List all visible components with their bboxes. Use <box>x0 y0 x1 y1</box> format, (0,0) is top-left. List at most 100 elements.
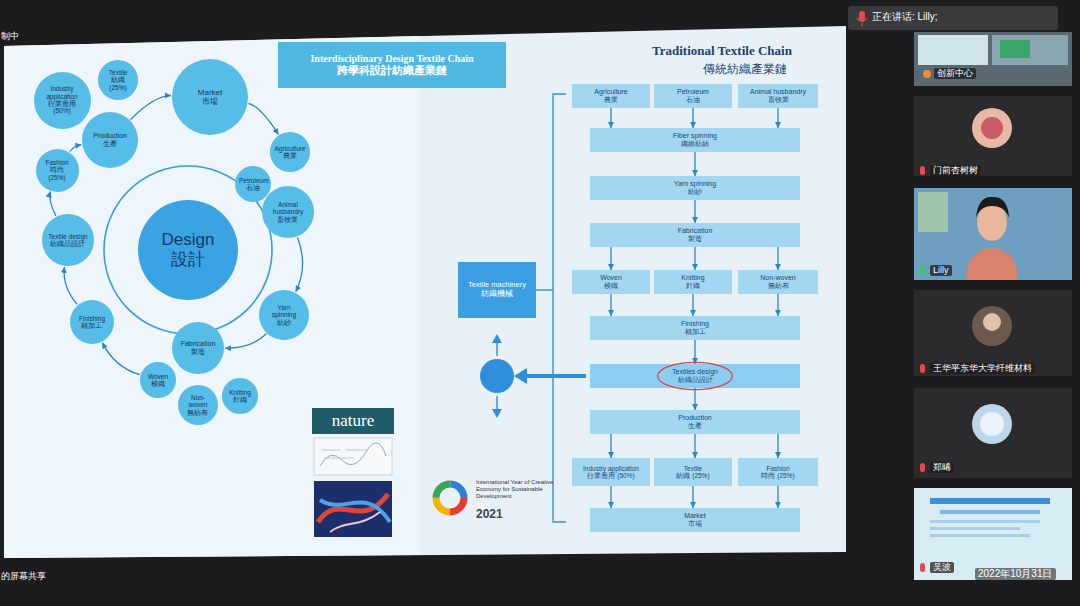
node-text: Industry application <box>40 85 84 100</box>
participant-name: 王华平东华大学纤维材料 <box>930 363 1035 374</box>
node-text: 梭織 <box>604 282 618 290</box>
design-output-symbol <box>480 334 586 418</box>
node-text: 農業 <box>274 152 305 159</box>
process-box: Petroleum石油 <box>654 84 732 108</box>
flow-arrow <box>70 145 82 152</box>
circle-fill <box>36 149 79 192</box>
node-text: Market <box>684 512 705 520</box>
node-text: Animal husbandry <box>268 201 309 216</box>
cropped-text: 的屏幕共享 <box>1 571 46 582</box>
stage-circle: Yarn spinning紡紗 <box>259 290 309 340</box>
flow-arrow <box>225 334 266 348</box>
flow-arrow <box>692 108 693 128</box>
process-box: Market市場 <box>590 508 800 532</box>
node-text: 石油 <box>686 96 700 104</box>
flow-arrow <box>249 104 279 135</box>
node-text: Agriculture <box>594 88 627 96</box>
text-wrap: Production生產 <box>93 132 126 148</box>
stage-circle: Fashion時尚 (25%) <box>36 149 79 192</box>
stage-circle: Agriculture農業 <box>270 132 310 172</box>
circle-fill <box>42 214 94 266</box>
process-box: Finishing精加工 <box>590 316 800 340</box>
stage-circle: Textile紡織 (25%) <box>98 60 138 100</box>
node-text: 跨學科設計紡織產業鏈 <box>337 64 447 77</box>
slide-subtitle: 傳統紡織產業鏈 <box>703 62 787 76</box>
flow-arrow <box>694 388 695 410</box>
process-box: Agriculture農業 <box>572 84 650 108</box>
process-box: Yarn spinning紡紗 <box>590 176 800 200</box>
participant-name: 创新中心 <box>934 68 976 79</box>
node-text: 紡織品設計 <box>48 240 87 247</box>
flow-arrow <box>296 237 303 291</box>
flow-arrow <box>610 294 611 316</box>
node-text: Yarn spinning <box>674 180 716 188</box>
circle-fill <box>34 72 91 129</box>
cropped-text: 制中 <box>1 31 19 42</box>
node-text: 時尚 (25%) <box>761 472 794 479</box>
text-wrap: Textile紡織 (25%) <box>104 69 132 91</box>
node-text: 無紡布 <box>768 282 789 290</box>
year-logo <box>436 484 464 512</box>
circle-fill <box>270 132 310 172</box>
node-text: Textiles design <box>672 368 718 376</box>
flow-arrow <box>777 294 778 316</box>
node-text: 行業應用 (50%) <box>40 100 84 115</box>
node-text: Agriculture <box>274 145 305 152</box>
text-wrap: Textile design紡織品設計 <box>48 233 87 248</box>
node-text: Production <box>93 132 126 140</box>
text-wrap: Animal husbandry畜牧業 <box>268 201 309 223</box>
journal-logo: nature <box>312 408 394 434</box>
node-text: Petroleum <box>239 177 267 184</box>
text-wrap: Agriculture農業 <box>274 145 305 160</box>
highlight-ellipse-line <box>658 362 733 389</box>
date-stamp: 2022年10月31日 <box>975 568 1056 580</box>
process-box: Fashion時尚 (25%) <box>738 458 818 486</box>
node-text: nature <box>332 411 374 431</box>
stage-circle: Knitting針織 <box>222 378 258 414</box>
stage-circle: Fabrication製造 <box>172 322 224 374</box>
stage-circle: Production生產 <box>82 112 138 168</box>
text-wrap: Petroleum石油 <box>239 177 267 192</box>
node-text: 畜牧業 <box>768 96 789 104</box>
node-text: 畜牧業 <box>268 216 309 223</box>
text-wrap: Fashion時尚 (25%) <box>41 159 72 181</box>
flow-arrow <box>610 108 611 128</box>
circle-fill <box>98 60 138 100</box>
speaker-status: 正在讲话: Lilly; <box>872 11 938 23</box>
stage-circle: Non-woven無紡布 <box>178 385 218 425</box>
node-text: 紡紗 <box>265 319 304 326</box>
stage-circle: Market市場 <box>172 59 248 135</box>
circle-fill <box>82 112 138 168</box>
flow-arrow <box>777 486 778 508</box>
logo-year: 2021 <box>476 507 503 521</box>
text-wrap: Industry application行業應用 (50%) <box>40 85 84 115</box>
node-text: 精加工 <box>685 328 706 336</box>
process-box: Industry application行業應用 (50%) <box>572 458 650 486</box>
text-wrap: Knitting針織 <box>229 389 251 404</box>
process-box: Fabrication製造 <box>590 223 800 247</box>
process-box: Production生產 <box>590 410 800 434</box>
flow-arrow <box>610 247 611 270</box>
node-text: Production <box>678 414 711 422</box>
node-text: Knitting <box>229 389 251 396</box>
flow-arrow <box>131 96 172 120</box>
node-text: Non-woven <box>760 274 795 282</box>
node-text: Petroleum <box>677 88 709 96</box>
participant-name: Lilly <box>930 265 952 276</box>
node-text: Fashion <box>41 159 72 166</box>
node-text: 製造 <box>688 235 702 243</box>
text-wrap: Market市場 <box>198 88 222 106</box>
circle-fill <box>235 166 271 202</box>
node-text: 梭織 <box>148 380 168 387</box>
node-text: 紡織 (25%) <box>104 76 132 91</box>
slide-ground <box>4 26 846 558</box>
node-text: 石油 <box>239 184 267 191</box>
node-text: Fabrication <box>678 227 713 235</box>
node-text: Fashion <box>766 465 789 472</box>
flow-arrow <box>777 247 778 270</box>
participant-name: 吴波 <box>930 562 954 573</box>
node-text: Fabrication <box>181 340 216 348</box>
process-box: Animal husbandry畜牧業 <box>738 84 818 108</box>
process-box: Knitting針織 <box>654 270 732 294</box>
node-text: 紡織品設計 <box>678 376 713 384</box>
